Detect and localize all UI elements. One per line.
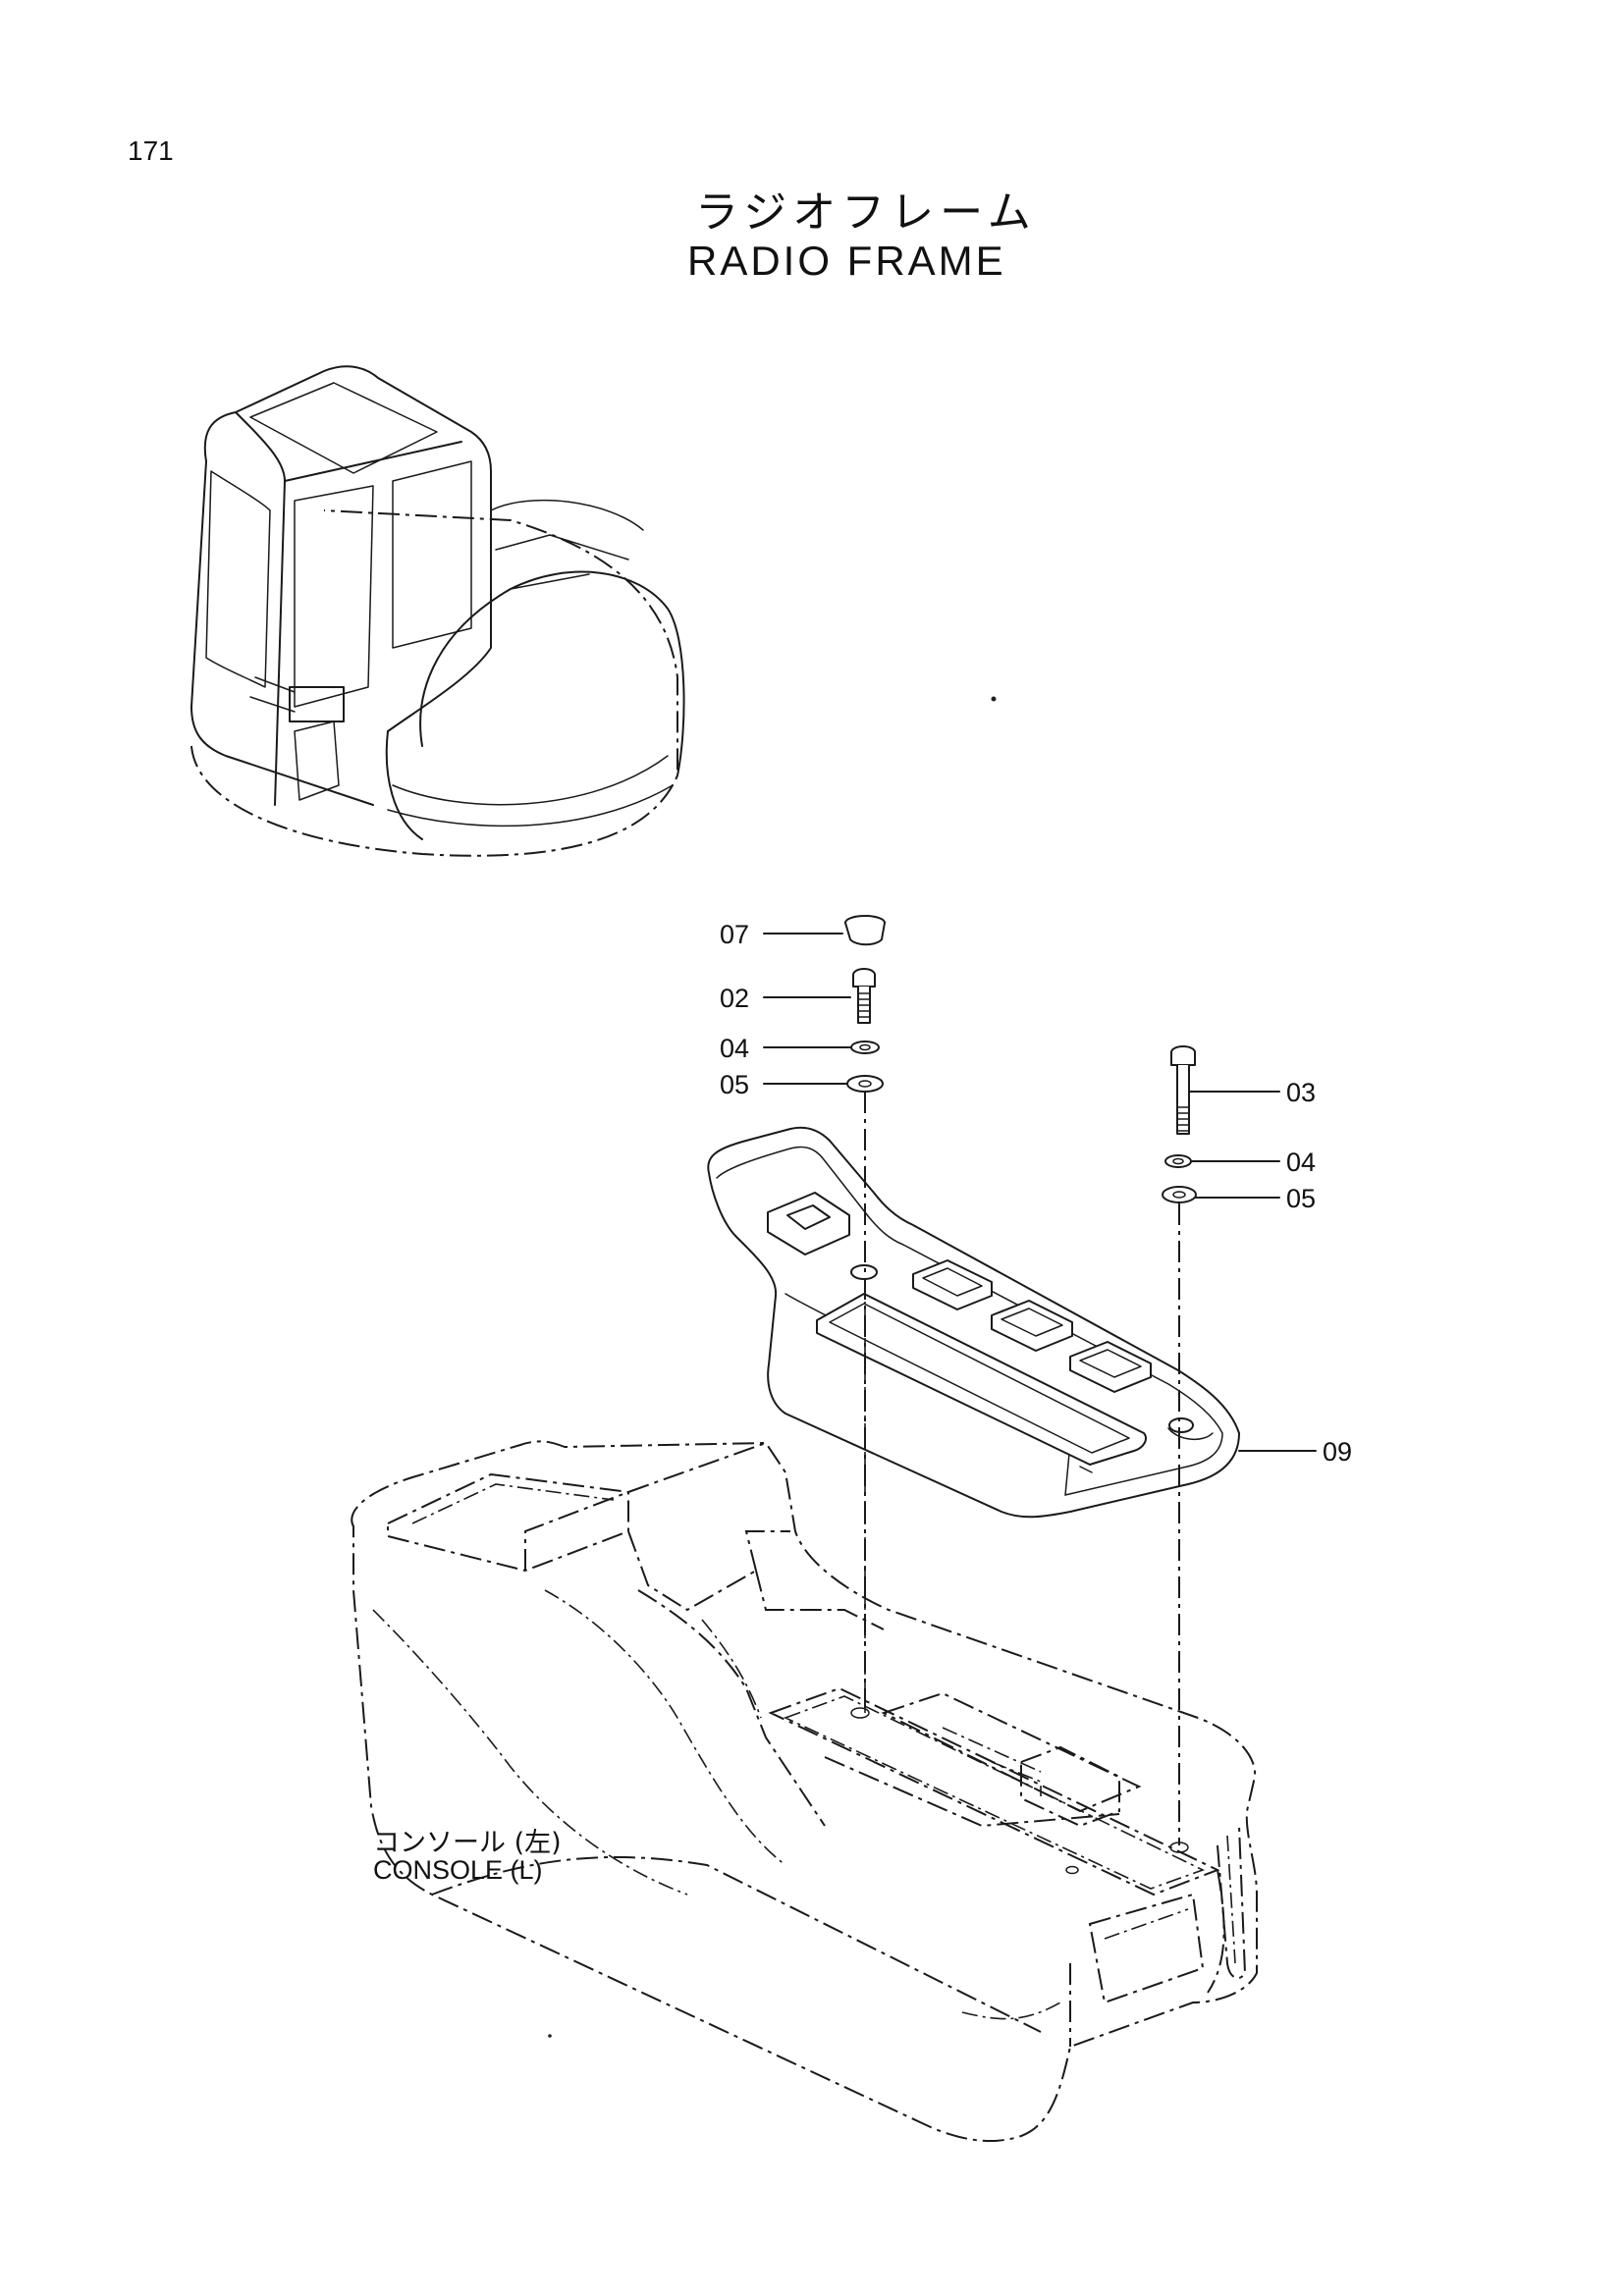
part-02-bolt bbox=[763, 968, 876, 1024]
part-07-cap bbox=[763, 915, 886, 946]
callout-07: 07 bbox=[720, 920, 750, 949]
callout-09: 09 bbox=[1323, 1437, 1353, 1467]
part-04-spring-washer-left bbox=[763, 1041, 880, 1054]
assembly-center-lines bbox=[864, 1092, 1180, 1845]
callout-05-right: 05 bbox=[1286, 1184, 1317, 1213]
part-03-long-bolt bbox=[1170, 1045, 1280, 1135]
part-05-washer-left bbox=[763, 1075, 884, 1093]
title-english: RADIO FRAME bbox=[687, 238, 1006, 284]
callout-03: 03 bbox=[1286, 1078, 1317, 1107]
speck bbox=[991, 696, 997, 702]
console-label-japanese: コンソール (左) bbox=[373, 1828, 562, 1858]
callout-04-left: 04 bbox=[720, 1034, 750, 1063]
part-04-spring-washer-right bbox=[1164, 1154, 1280, 1168]
callout-04-right: 04 bbox=[1286, 1148, 1317, 1177]
part-05-washer-right bbox=[1162, 1186, 1280, 1203]
speck bbox=[548, 2034, 552, 2038]
console-label-english: CONSOLE (L) bbox=[373, 1855, 543, 1885]
callout-05-left: 05 bbox=[720, 1070, 750, 1099]
part-09-radio-frame bbox=[707, 1126, 1317, 1519]
excavator-cab-illustration bbox=[190, 365, 685, 857]
page-number: 171 bbox=[128, 135, 174, 166]
title-japanese: ラジオフレーム bbox=[695, 187, 1037, 238]
console-left bbox=[351, 1440, 1258, 2142]
callout-02: 02 bbox=[720, 984, 750, 1013]
